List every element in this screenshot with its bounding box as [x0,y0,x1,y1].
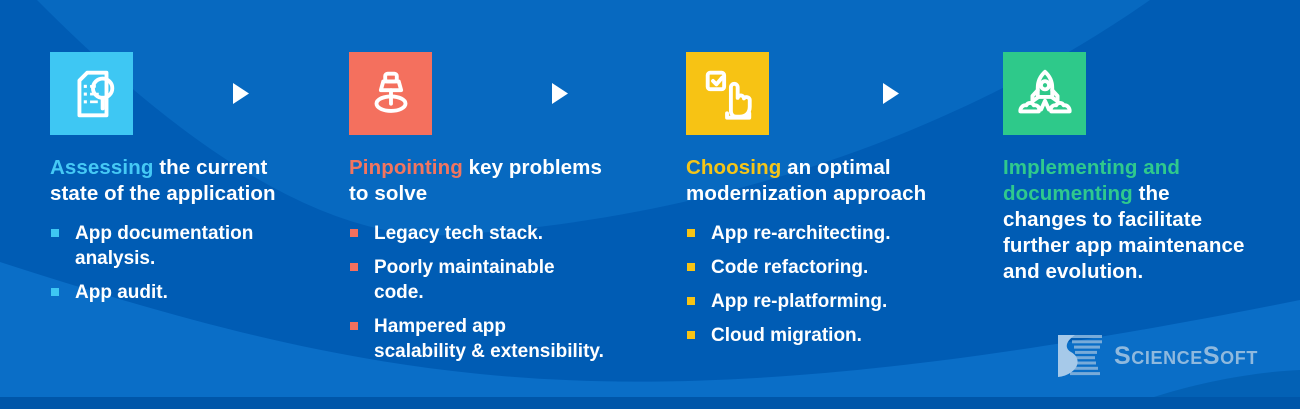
step-assessing: Assessing the current state of the appli… [50,52,312,314]
sciencesoft-logo: ScienceSoft [1058,335,1258,377]
step-heading: Pinpointing key problems to solve [349,155,649,207]
bullet-square-icon [687,297,695,305]
bullet-text: Legacy tech stack. [374,223,543,244]
bullet-text: App audit. [75,282,168,303]
bullet-text: Code refactoring. [711,257,869,278]
bullet-square-icon [687,331,695,339]
step-heading: Assessing the current state of the appli… [50,155,312,207]
pushpin-icon [349,52,432,135]
bullet-item: Cloud migration. [686,323,968,348]
bullet-item: App audit. [50,280,312,305]
step-heading-rest: the changes to facilitate further app ma… [1003,182,1245,283]
step-heading-highlight: Assessing [50,156,154,179]
bullet-text: Hampered app scalability & extensibility… [374,316,604,362]
bullet-item: App documentation analysis. [50,221,312,271]
bullet-list: Legacy tech stack. Poorly maintainable c… [349,221,649,364]
checkbox-hand-icon [686,52,769,135]
bullet-item: Poorly maintainable code. [349,255,649,305]
document-search-icon [50,52,133,135]
arrow-right-icon [883,83,899,109]
rocket-launch-icon [1003,52,1086,135]
bullet-square-icon [350,229,358,237]
step-choosing: Choosing an optimal modernization approa… [686,52,968,357]
bullet-list: App re-architecting. Code refactoring. A… [686,221,968,348]
arrow-right-icon [552,83,568,109]
step-heading: Choosing an optimal modernization approa… [686,155,968,207]
step-heading-rest: the current state of the application [50,156,276,205]
bullet-text: App re-platforming. [711,291,888,312]
step-heading-highlight: Implementing and documenting [1003,156,1181,205]
arrow-right-icon [233,83,249,109]
step-implementing: Implementing and documenting the changes… [1003,52,1285,299]
bullet-item: Code refactoring. [686,255,968,280]
bullet-text: Cloud migration. [711,325,862,346]
bullet-square-icon [51,288,59,296]
bullet-item: Hampered app scalability & extensibility… [349,314,649,364]
step-heading-rest: an optimal modernization approach [686,156,927,205]
sciencesoft-logo-text: ScienceSoft [1114,341,1258,370]
step-pinpointing: Pinpointing key problems to solve Legacy… [349,52,649,373]
bullet-text: App re-architecting. [711,223,891,244]
bullet-list: App documentation analysis. App audit. [50,221,312,305]
bullet-square-icon [350,263,358,271]
bullet-text: App documentation analysis. [75,223,254,269]
step-heading: Implementing and documenting the changes… [1003,155,1285,285]
bullet-item: App re-platforming. [686,289,968,314]
sciencesoft-logo-mark-icon [1058,335,1102,377]
bullet-square-icon [687,229,695,237]
bullet-text: Poorly maintainable code. [374,257,555,303]
step-heading-highlight: Pinpointing [349,156,463,179]
bullet-square-icon [687,263,695,271]
bullet-square-icon [51,229,59,237]
bullet-square-icon [350,322,358,330]
bullet-item: App re-architecting. [686,221,968,246]
bullet-item: Legacy tech stack. [349,221,649,246]
step-heading-rest: key problems to solve [349,156,602,205]
step-heading-highlight: Choosing [686,156,782,179]
